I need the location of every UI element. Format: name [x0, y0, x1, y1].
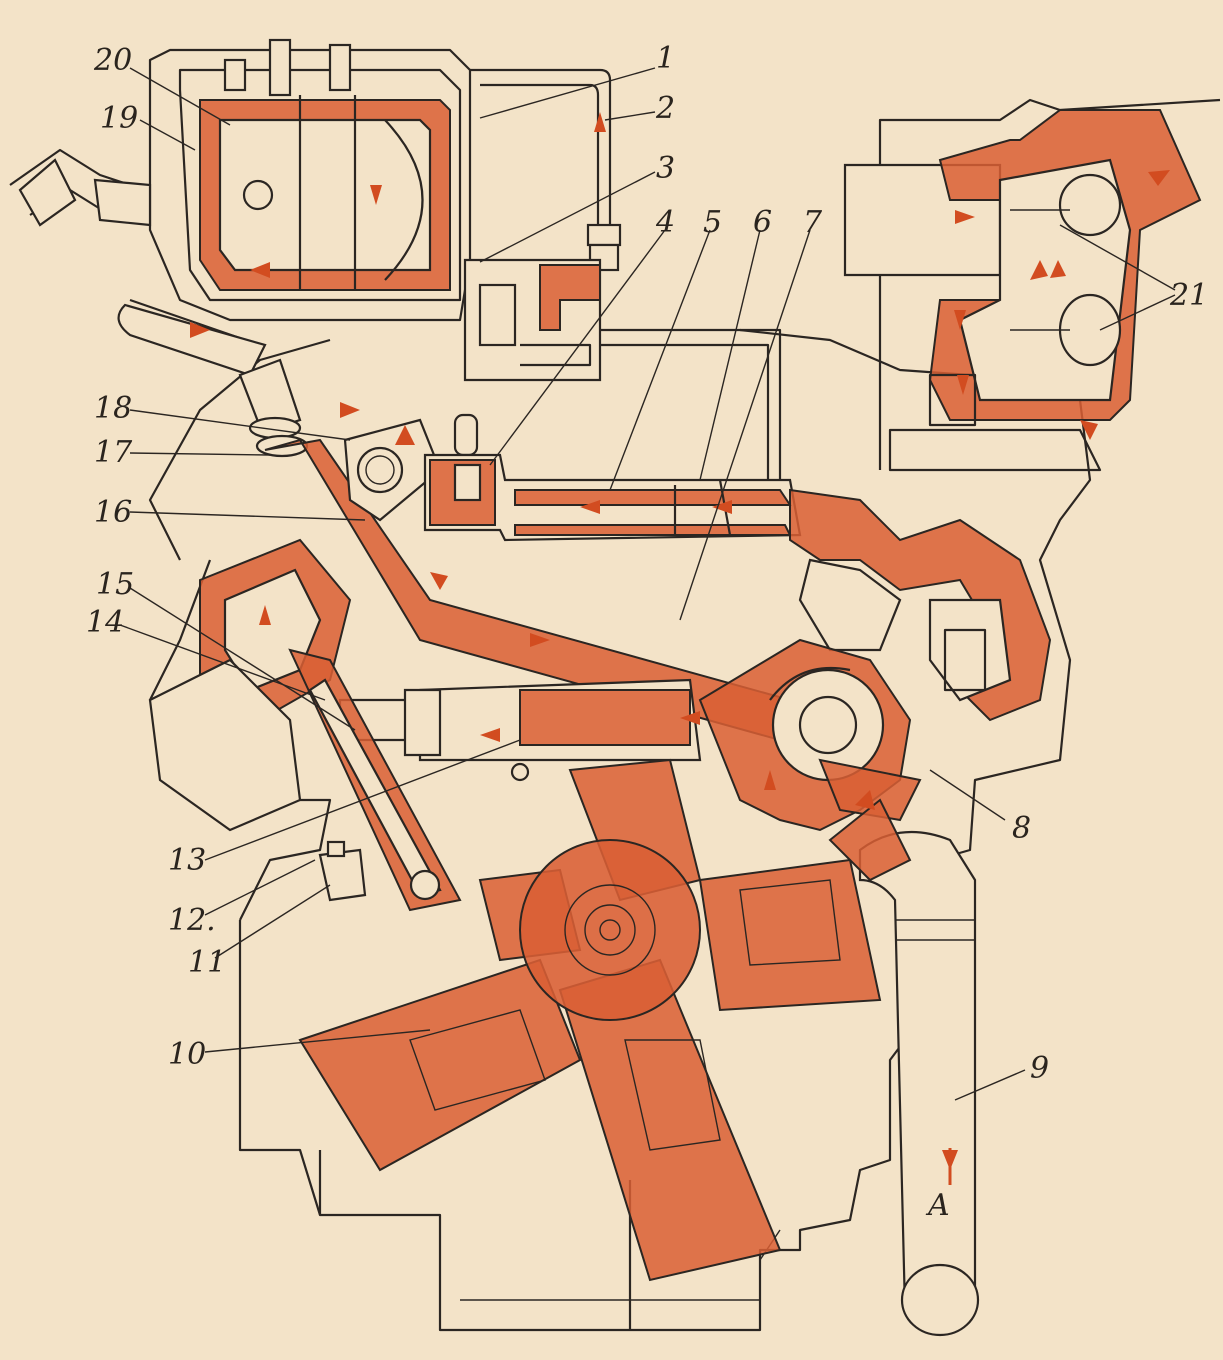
flow-arrow — [340, 402, 360, 418]
flow-arrow — [855, 790, 875, 810]
flow-arrow — [954, 310, 966, 330]
drain-cock — [318, 840, 367, 902]
callout-10: 10 — [168, 1037, 206, 1072]
callout-16: 16 — [94, 495, 132, 530]
callout-2: 2 — [655, 91, 675, 126]
callout-8: 8 — [1012, 811, 1031, 846]
flow-arrow — [530, 633, 550, 647]
callout-3: 3 — [656, 151, 675, 186]
upper-manifold — [423, 453, 802, 542]
flow-arrow — [395, 425, 415, 445]
flow-arrow — [190, 322, 210, 338]
flow-arrow — [580, 500, 600, 514]
flow-arrow — [680, 711, 700, 725]
flow-arrows — [190, 112, 1170, 1185]
left-radiator — [148, 538, 462, 912]
thermostat-assembly — [843, 98, 1221, 472]
callout-17: 17 — [94, 435, 133, 470]
cooling-fan — [298, 758, 882, 1282]
flow-arrow — [1050, 260, 1066, 278]
water-pump — [698, 638, 922, 832]
flow-arrow — [957, 375, 969, 395]
callout-18: 18 — [94, 391, 132, 426]
flow-arrow — [1030, 260, 1048, 280]
callout-6: 6 — [753, 205, 772, 240]
callout-labels: 1 2 3 4 5 6 7 8 9 10 11 12. 13 14 15 16 … — [86, 41, 1208, 1223]
callout-1: 1 — [656, 41, 675, 76]
flow-arrow — [480, 728, 500, 742]
lower-hose — [828, 798, 980, 1337]
callout-7: 7 — [803, 205, 823, 240]
callout-5: 5 — [703, 205, 722, 240]
flow-arrow — [259, 605, 271, 625]
flow-arrow — [430, 572, 448, 590]
heater-tap — [463, 258, 782, 480]
callout-20: 20 — [93, 43, 132, 78]
callout-21: 21 — [1169, 278, 1208, 313]
callout-15: 15 — [96, 567, 134, 602]
flow-arrow — [955, 210, 975, 224]
callout-11: 11 — [188, 945, 226, 980]
inlet-label-a: A — [925, 1188, 950, 1223]
flow-arrow — [594, 112, 606, 132]
flow-arrow — [712, 500, 732, 514]
leader-lines — [119, 67, 1176, 1101]
lower-manifold — [338, 678, 702, 782]
flow-arrow — [1148, 170, 1170, 186]
callout-12: 12. — [168, 903, 216, 938]
flow-arrow — [764, 770, 776, 790]
callout-9: 9 — [1030, 1051, 1049, 1086]
callout-14: 14 — [86, 605, 124, 640]
flow-arrow — [250, 262, 270, 278]
callout-13: 13 — [168, 843, 206, 878]
cylinder-head-right — [789, 488, 1052, 722]
heater-unit — [9, 38, 622, 322]
flow-arrow — [1080, 420, 1098, 440]
callout-4: 4 — [655, 205, 675, 240]
callout-19: 19 — [100, 101, 138, 136]
flow-arrow — [370, 185, 382, 205]
heater-return-hose — [117, 298, 792, 742]
